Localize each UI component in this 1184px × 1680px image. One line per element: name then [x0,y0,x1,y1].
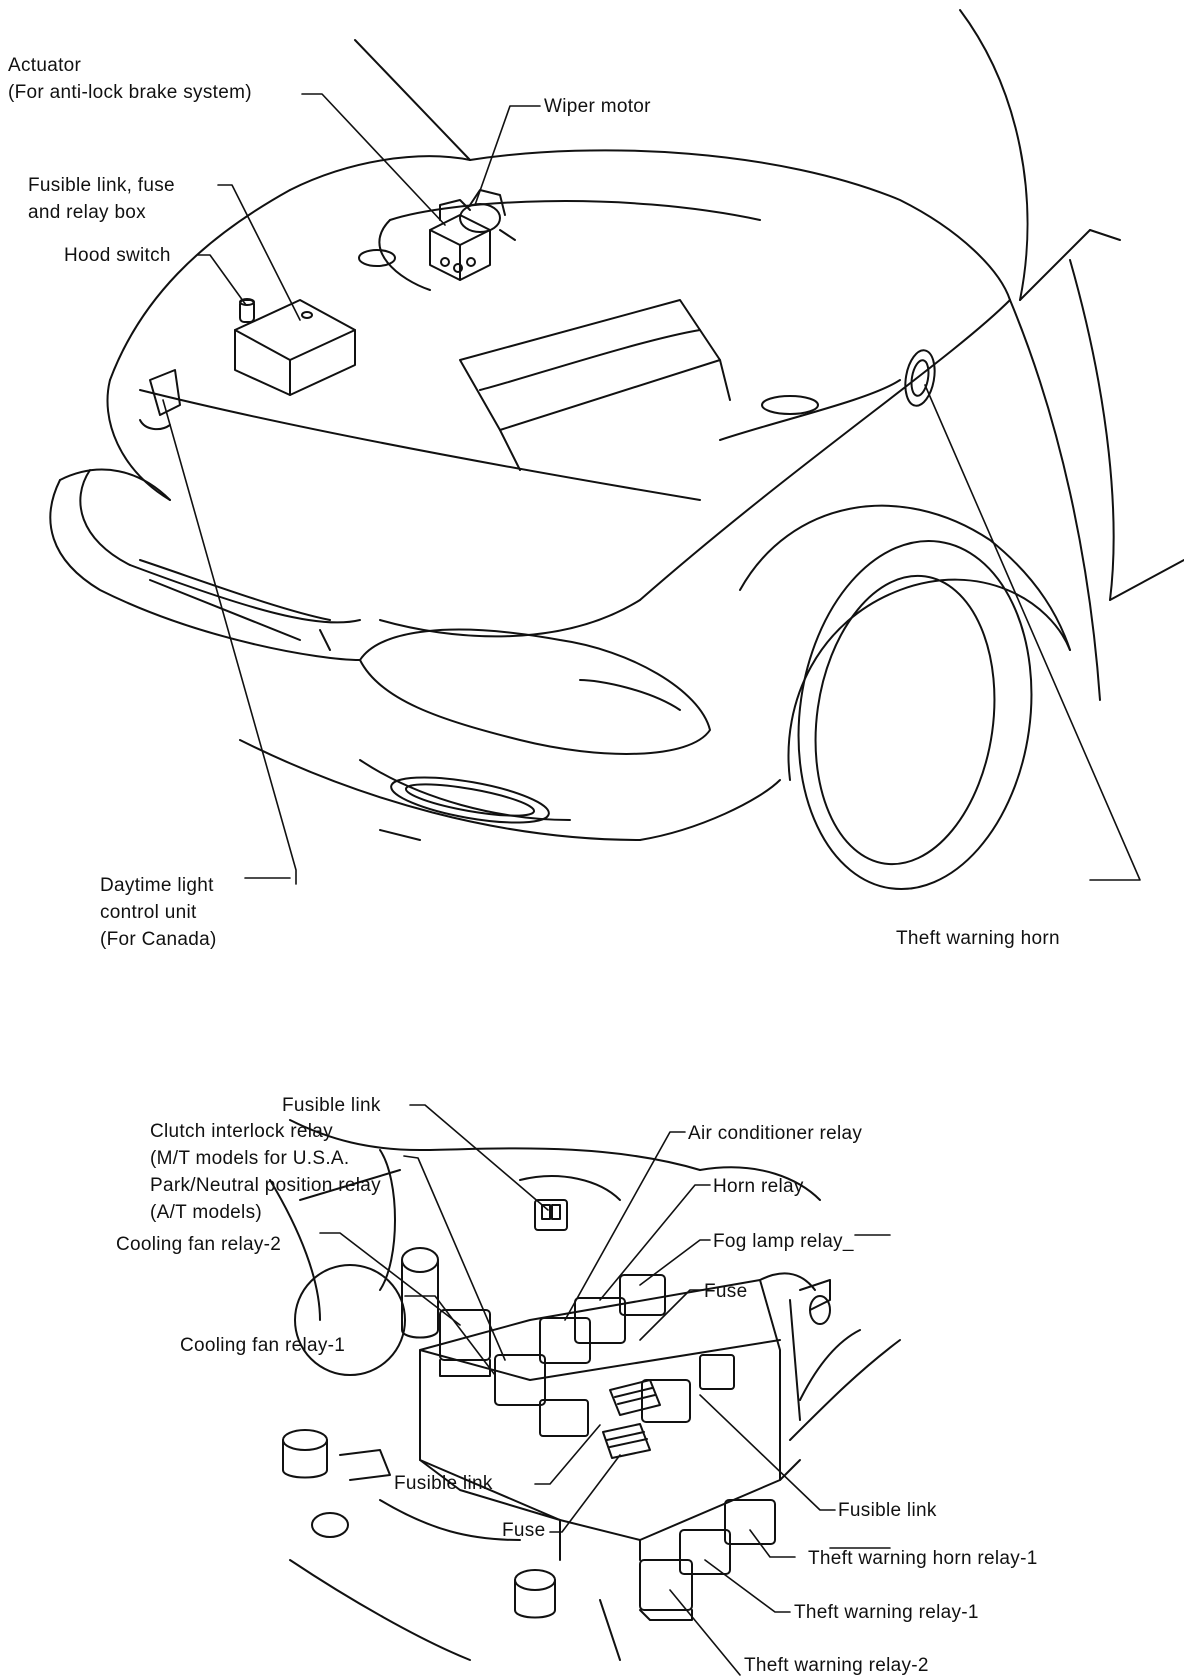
label-actuator-line-2: (For anti-lock brake system) [8,82,252,103]
label-horn-relay: Horn relay [713,1176,804,1197]
label-fusible-link-top: Fusible link [282,1095,381,1116]
label-park-neutral-line-2: (A/T models) [150,1202,262,1223]
label-fuse-bottom: Fuse [502,1520,546,1541]
label-actuator: Actuator (For anti-lock brake system) [8,52,252,106]
wiper-motor-shape [459,189,516,241]
label-fuse-top: Fuse [704,1281,748,1302]
actuator-shape [429,199,491,281]
label-fusible-box-line-2: and relay box [28,202,146,223]
label-daytime-light-line-1: Daytime light [100,875,214,896]
top-leader-lines [162,93,1141,885]
relay-box-illustration [269,1119,901,1661]
label-cooling-fan-relay-2: Cooling fan relay-2 [116,1234,282,1255]
label-cooling-fan-relay-1: Cooling fan relay-1 [180,1335,346,1356]
label-theft-warning-relay-1: Theft warning relay-1 [794,1602,979,1623]
daytime-light-unit-shape [139,369,181,431]
label-daytime-light-line-3: (For Canada) [100,929,217,950]
label-actuator-line-1: Actuator [8,55,82,76]
label-clutch-relay-line-2: (M/T models for U.S.A. [150,1148,350,1169]
label-park-neutral: Park/Neutral position relay (A/T models) [150,1172,381,1226]
label-theft-warning-horn: Theft warning horn [896,928,1060,949]
label-fusible-box-line-1: Fusible link, fuse [28,175,175,196]
label-park-neutral-line-1: Park/Neutral position relay [150,1175,381,1196]
label-fusible-link-right: Fusible link [838,1500,937,1521]
bottom-leader-lines [319,1104,891,1676]
fusible-link-box-shape [234,299,356,396]
label-clutch-relay: Clutch interlock relay (M/T models for U… [150,1118,349,1172]
label-clutch-relay-line-1: Clutch interlock relay [150,1121,333,1142]
label-fog-lamp-relay: Fog lamp relay_ [713,1231,854,1252]
label-theft-warning-relay-2: Theft warning relay-2 [744,1655,929,1676]
hood-switch-shape [239,298,255,323]
label-wiper-motor: Wiper motor [544,96,651,117]
label-daytime-light: Daytime light control unit (For Canada) [100,872,217,953]
label-fusible-box: Fusible link, fuse and relay box [28,172,175,226]
label-fusible-link-mid: Fusible link [394,1473,493,1494]
label-daytime-light-line-2: control unit [100,902,197,923]
label-theft-warning-horn-relay-1: Theft warning horn relay-1 [808,1548,1038,1569]
label-air-conditioner-relay: Air conditioner relay [688,1123,863,1144]
label-hood-switch: Hood switch [64,245,171,266]
car-front-illustration [49,9,1184,891]
